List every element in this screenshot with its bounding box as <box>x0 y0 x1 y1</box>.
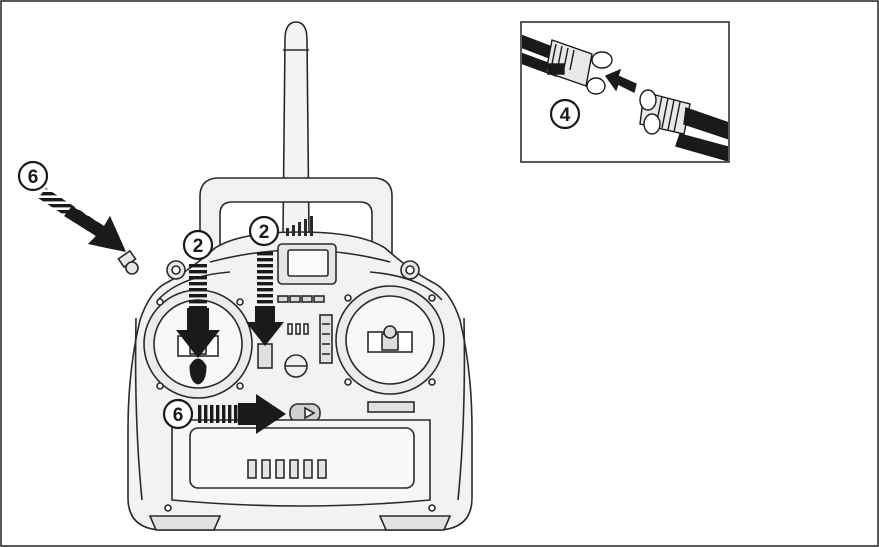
inset-arrow <box>604 68 637 94</box>
trim-vertical-right <box>319 314 333 364</box>
callout-trim-right-label: 2 <box>259 222 270 243</box>
signal-logo <box>286 216 313 236</box>
arrow-trim-left <box>176 264 220 358</box>
trim-vertical-left <box>257 343 273 369</box>
switch-left <box>166 260 186 280</box>
arrow-trim-right <box>246 250 284 346</box>
speaker-grille <box>247 459 327 479</box>
switch-right <box>400 260 420 280</box>
foot-right <box>378 515 452 531</box>
callout-power-switch-label: 6 <box>173 405 184 426</box>
callout-antenna-connector: 4 <box>549 98 581 130</box>
right-gimbal <box>335 285 445 395</box>
callout-trim-right: 2 <box>248 215 280 247</box>
trim-horizontal-right <box>367 401 415 413</box>
transmitter <box>117 21 473 531</box>
led-strip <box>277 295 325 303</box>
trim-lever-left <box>189 358 207 385</box>
callout-neck-strap: 6 <box>17 160 49 192</box>
cable-right <box>683 107 728 140</box>
strap-mount <box>117 249 139 275</box>
centre-buttons <box>284 323 309 378</box>
foot-left <box>148 515 222 531</box>
arrow-neck-strap <box>38 188 126 252</box>
callout-trim-left-label: 2 <box>193 236 204 257</box>
arrow-power-switch <box>196 394 286 434</box>
power-switch <box>289 403 321 423</box>
callout-power-switch: 6 <box>162 398 194 430</box>
callout-neck-strap-label: 6 <box>28 167 39 188</box>
antenna <box>282 21 310 236</box>
callout-trim-left: 2 <box>182 229 214 261</box>
callout-antenna-connector-label: 4 <box>560 105 571 126</box>
inset-connector: 4 <box>520 21 730 163</box>
